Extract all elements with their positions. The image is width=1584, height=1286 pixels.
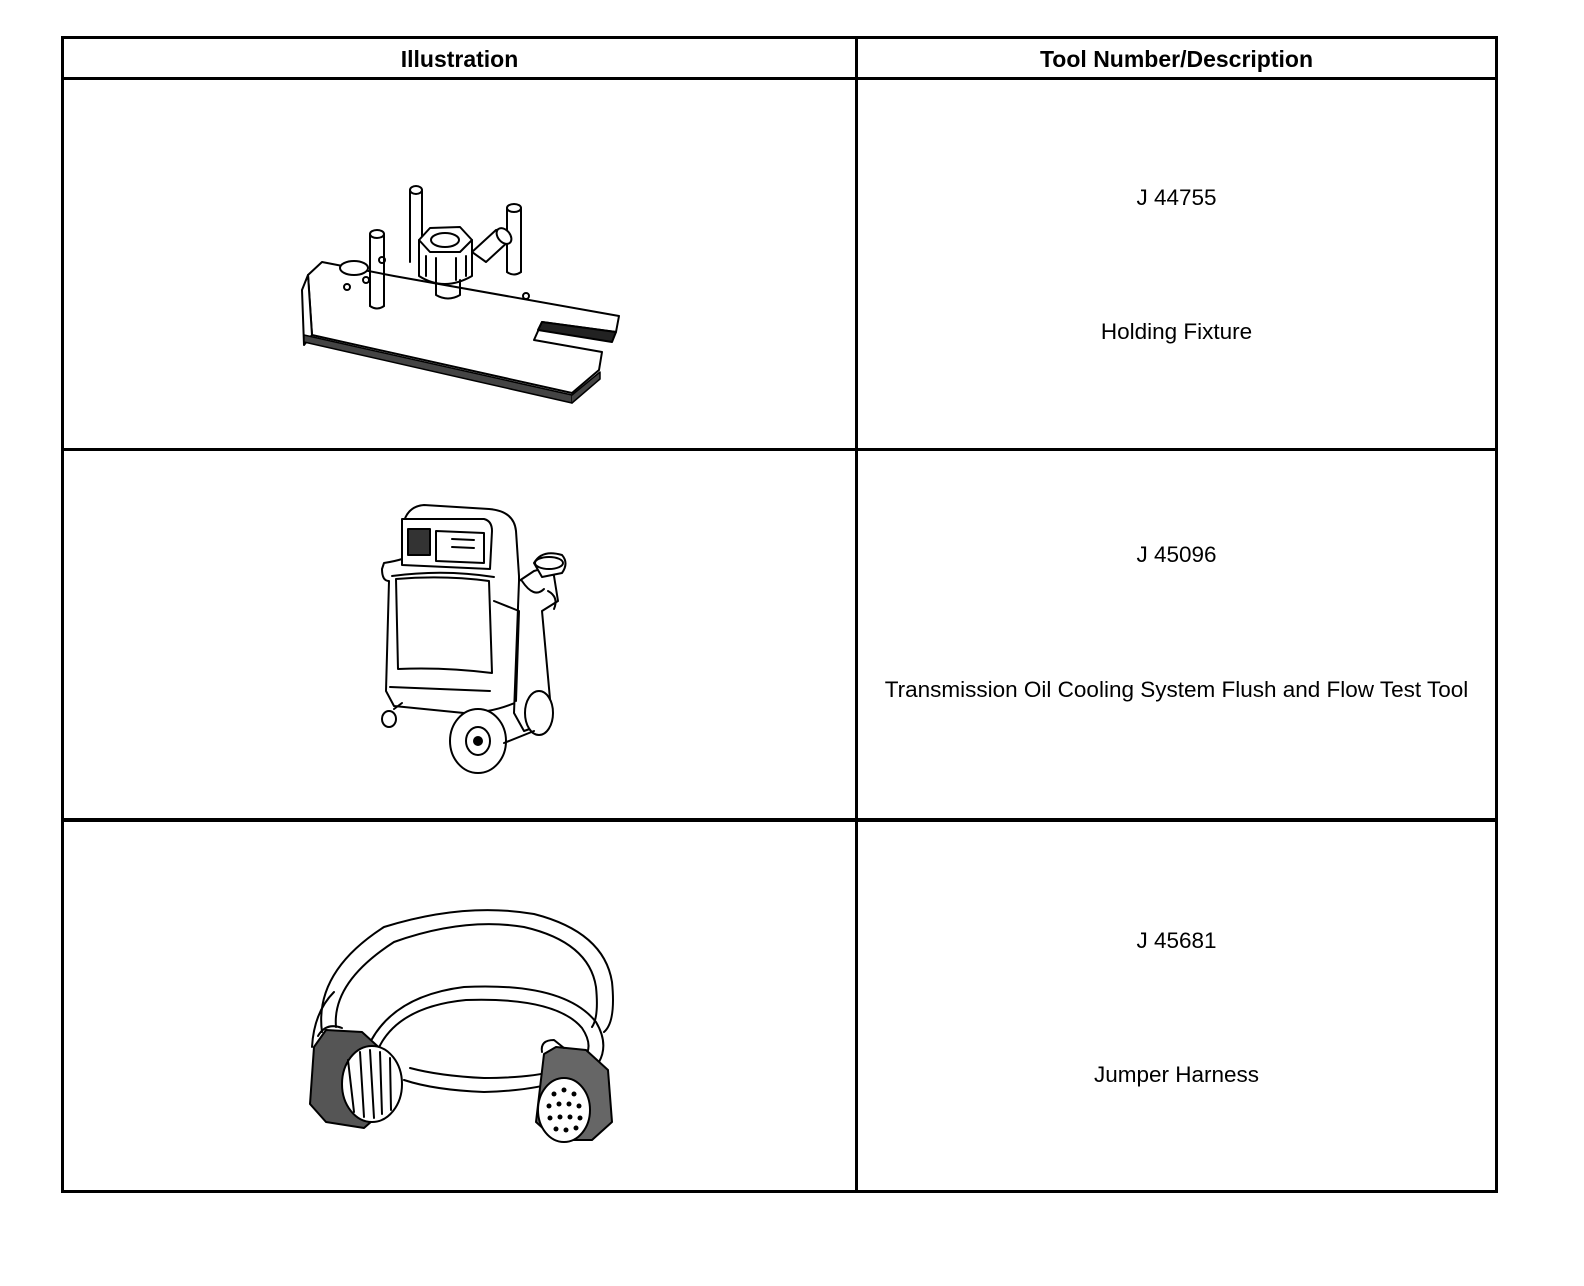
column-divider [855, 39, 858, 1190]
header-tool-number-description: Tool Number/Description [1039, 46, 1314, 72]
table-row: J 44755 Holding Fixture [64, 80, 1495, 451]
tool-description: Transmission Oil Cooling System Flush an… [884, 677, 1469, 702]
tool-number: J 44755 [1136, 185, 1217, 210]
tool-description-cell: J 45096 Transmission Oil Cooling System … [858, 451, 1495, 818]
holding-fixture-illustration [64, 80, 855, 448]
tool-number: J 45096 [1136, 542, 1217, 567]
table-row: J 45096 Transmission Oil Cooling System … [64, 451, 1495, 822]
holding-fixture-drawing [301, 185, 620, 404]
jumper-harness-illustration [64, 822, 855, 1190]
table-header-row: Illustration Tool Number/Description [64, 39, 1495, 80]
tool-description-cell: J 45681 Jumper Harness [858, 822, 1495, 1190]
header-illustration: Illustration [400, 46, 519, 72]
table-row: J 45681 Jumper Harness [64, 822, 1495, 1190]
jumper-harness-drawing [309, 909, 614, 1143]
tool-description-cell: J 44755 Holding Fixture [858, 80, 1495, 448]
flush-flow-test-tool-drawing [381, 504, 567, 774]
tools-table: Illustration Tool Number/Description [61, 36, 1498, 1193]
flush-flow-test-tool-illustration [64, 451, 855, 818]
tool-description: Holding Fixture [1100, 319, 1253, 344]
tool-description: Jumper Harness [1093, 1062, 1260, 1087]
tool-number: J 45681 [1136, 928, 1217, 953]
